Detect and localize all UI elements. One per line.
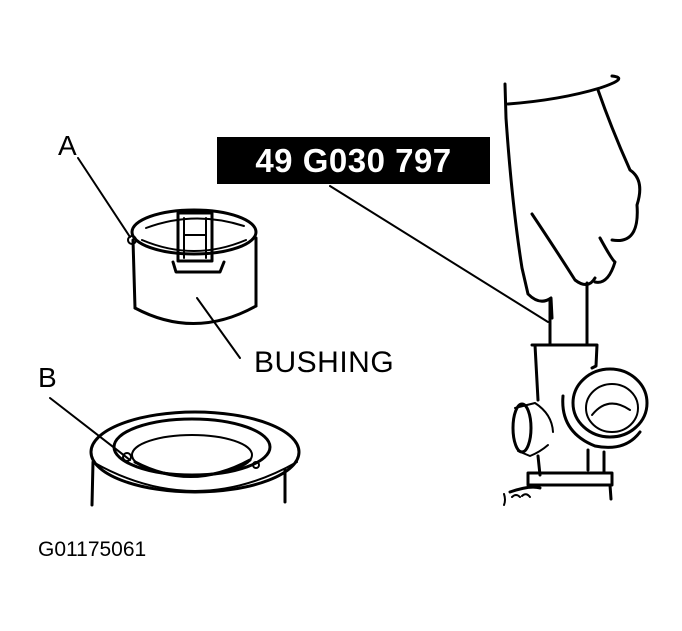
installer-tool-icon	[503, 281, 649, 506]
tool-number-tag: 49 G030 797	[217, 137, 490, 184]
tool-number: 49 G030 797	[255, 141, 452, 179]
leader-line-a	[77, 157, 131, 238]
bushing-a-icon	[127, 208, 258, 325]
leader-line-tool	[329, 185, 549, 323]
hand-icon	[503, 74, 642, 320]
figure-id: G01175061	[38, 538, 147, 561]
housing-bore-b-icon	[89, 410, 301, 507]
label-a: A	[58, 130, 77, 161]
label-bushing: BUSHING	[254, 346, 395, 379]
label-b: B	[38, 362, 57, 393]
leader-line-bushing	[196, 297, 241, 359]
leader-line-b	[49, 397, 131, 461]
